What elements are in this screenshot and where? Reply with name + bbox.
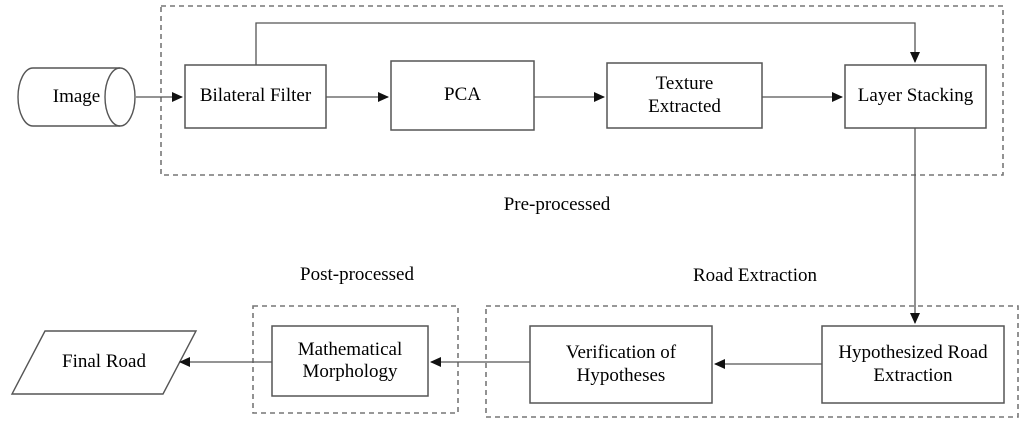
node-texture-extracted-shape [606, 62, 763, 129]
node-bilateral-filter-shape [184, 64, 327, 129]
caption-road-extraction: Road Extraction [693, 265, 817, 286]
node-pca-shape [390, 60, 535, 131]
node-image-shape [17, 67, 136, 127]
group-post-processed [252, 305, 459, 414]
group-pre-processed [160, 5, 1004, 176]
node-layer-stacking-shape [844, 64, 987, 129]
node-hypothesized-road-shape [821, 325, 1005, 404]
node-mathematical-morphology-shape [271, 325, 429, 397]
caption-post-processed: Post-processed [300, 264, 414, 285]
node-verification-shape [529, 325, 713, 404]
edge-bilateral-to-layer-stacking [255, 22, 920, 65]
node-final-road-shape [10, 330, 198, 395]
group-road-extraction [485, 305, 1019, 418]
caption-pre-processed: Pre-processed [503, 194, 611, 215]
